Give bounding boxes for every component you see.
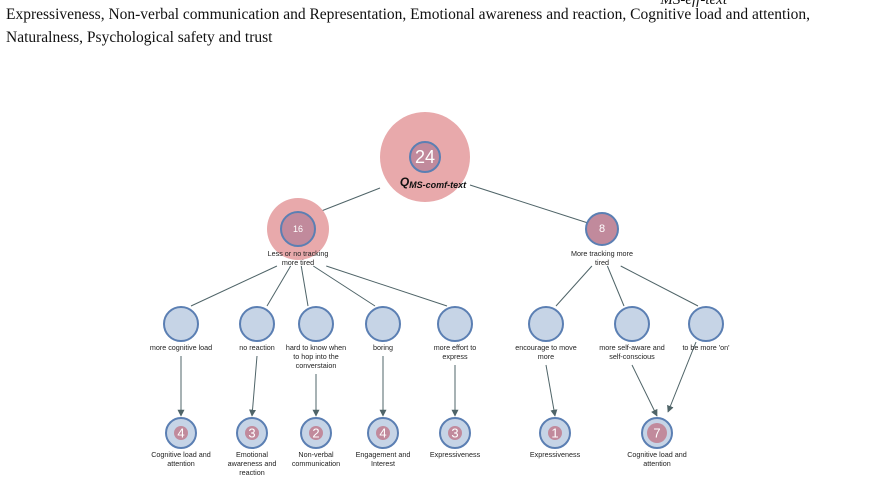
edge-leaf-1-2 [249,355,258,417]
edge-branch-1-mid-1 [190,265,278,307]
edge-branch-1-mid-4 [313,265,376,307]
leaf-label-2-1: Expressiveness [530,450,581,459]
root-node [409,141,441,173]
leaf-marker-1-1 [174,426,188,440]
leaf-marker-2-1 [548,426,562,440]
intro-paragraph: Expressiveness, Non-verbal communication… [6,6,811,46]
mid-node-2-1 [528,306,564,342]
edge-leaf-2-3 [667,341,697,413]
branch-1-node [280,211,316,247]
edge-branch-2-mid-3 [620,265,699,307]
root-label: QMS-comf-text [400,175,467,190]
leaf-count-1-1: 4 [177,426,184,441]
root-count: 24 [415,147,435,167]
leaf-marker-1-5 [448,426,462,440]
cut-caption: MS-eff-text [660,0,727,8]
branch-2-count: 8 [599,223,605,235]
leaf-count-1-5: 3 [451,426,458,441]
leaf-count-1-2: 3 [248,426,255,441]
leaf-marker-2-2 [647,423,667,443]
leaf-count-2-2: 7 [653,426,660,441]
edge-leaf-2-1 [545,364,558,417]
leaf-marker-1-2 [245,426,259,440]
mid-node-1-4 [365,306,401,342]
edge-root-branch-2 [469,184,589,224]
nodes-layer [163,112,724,449]
edge-branch-1-mid-3 [300,265,309,307]
mid-node-2-2 [614,306,650,342]
branch-2-node [585,212,619,246]
mid-label-1-2: no reaction [239,343,275,352]
mid-label-2-3: to be more 'on' [682,343,730,352]
mid-label-1-4: boring [373,343,393,352]
mid-node-1-5 [437,306,473,342]
edges-layer [177,184,699,417]
leaf-label-1-5: Expressiveness [430,450,481,459]
edge-leaf-2-2 [631,364,658,417]
mid-node-1-3 [298,306,334,342]
mid-node-1-2 [239,306,275,342]
leaf-count-1-4: 4 [379,426,386,441]
leaf-count-2-1: 1 [551,426,558,441]
edge-branch-1-mid-2 [266,265,292,307]
leaf-marker-1-3 [309,426,323,440]
mid-node-2-3 [688,306,724,342]
mid-label-1-1: more cognitive load [150,343,212,352]
edge-branch-1-mid-5 [326,265,448,307]
mid-node-1-1 [163,306,199,342]
leaf-marker-1-4 [376,426,390,440]
edge-branch-2-mid-2 [606,265,625,307]
leaf-count-1-3: 2 [312,426,319,441]
branch-1-count: 16 [293,224,303,234]
edge-branch-2-mid-1 [555,265,593,307]
